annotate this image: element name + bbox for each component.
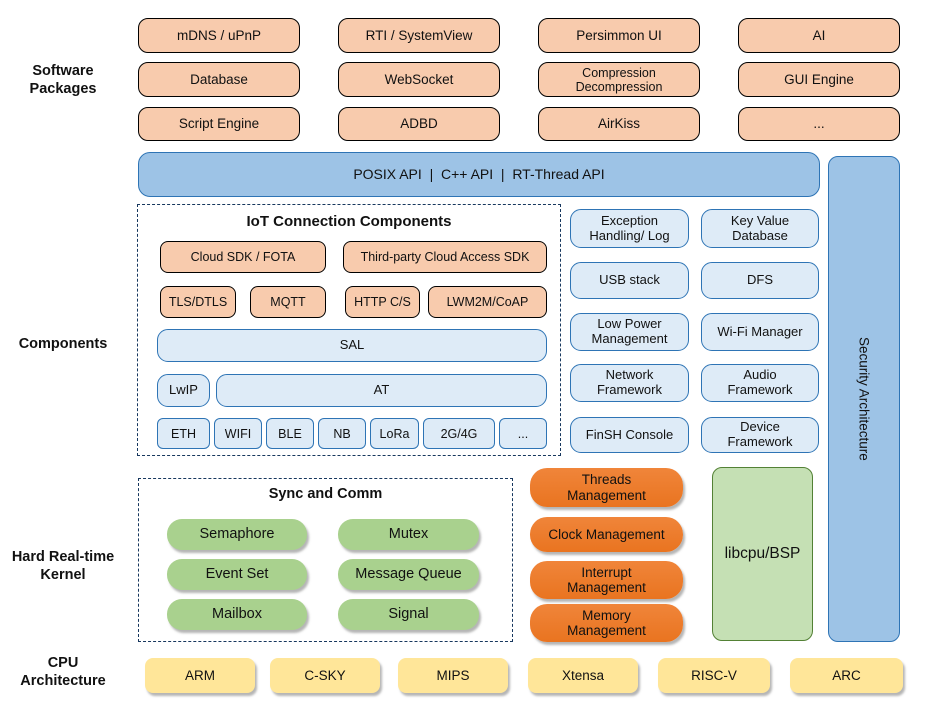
component-key-value-db: Key Value Database <box>701 209 819 248</box>
sync-and-comm-box: Sync and Comm Semaphore Mutex Event Set … <box>138 478 513 642</box>
package-airkiss: AirKiss <box>538 107 700 141</box>
iot-link-2g4g: 2G/4G <box>423 418 495 449</box>
component-low-power: Low Power Management <box>570 313 689 351</box>
kernel-mailbox: Mailbox <box>167 599 307 630</box>
section-label-kernel: Hard Real-time Kernel <box>11 549 115 584</box>
cpu-c-sky: C-SKY <box>270 658 380 693</box>
iot-mqtt: MQTT <box>250 286 326 318</box>
kernel-signal: Signal <box>338 599 479 630</box>
cpu-arc: ARC <box>790 658 903 693</box>
section-label-components: Components <box>18 336 108 352</box>
api-bar: POSIX API | C++ API | RT-Thread API <box>138 152 820 197</box>
component-wifi-manager: Wi-Fi Manager <box>701 313 819 351</box>
package-gui-engine: GUI Engine <box>738 62 900 97</box>
cpu-risc-v: RISC-V <box>658 658 770 693</box>
section-label-software-packages: Software Packages <box>29 63 97 98</box>
package-persimmon-ui: Persimmon UI <box>538 18 700 53</box>
iot-link-nb: NB <box>318 418 366 449</box>
iot-link-lora: LoRa <box>370 418 419 449</box>
kernel-message-queue: Message Queue <box>338 559 479 590</box>
kernel-clock-management: Clock Management <box>530 517 683 552</box>
iot-link-eth: ETH <box>157 418 210 449</box>
sync-title: Sync and Comm <box>268 486 383 502</box>
cpu-xtensa: Xtensa <box>528 658 638 693</box>
component-usb-stack: USB stack <box>570 262 689 299</box>
component-finsh-console: FinSH Console <box>570 417 689 453</box>
component-device-framework: Device Framework <box>701 417 819 453</box>
kernel-event-set: Event Set <box>167 559 307 590</box>
iot-thirdparty-sdk: Third-party Cloud Access SDK <box>343 241 547 273</box>
iot-at: AT <box>216 374 547 407</box>
component-audio-framework: Audio Framework <box>701 364 819 402</box>
iot-link-ble: BLE <box>266 418 314 449</box>
package-adbd: ADBD <box>338 107 500 141</box>
kernel-semaphore: Semaphore <box>167 519 307 550</box>
iot-title: IoT Connection Components <box>246 213 452 230</box>
package-database: Database <box>138 62 300 97</box>
package-rti-systemview: RTI / SystemView <box>338 18 500 53</box>
component-exception-log: Exception Handling/ Log <box>570 209 689 248</box>
cpu-mips: MIPS <box>398 658 508 693</box>
package-websocket: WebSocket <box>338 62 500 97</box>
iot-lwip: LwIP <box>157 374 210 407</box>
package-more: ... <box>738 107 900 141</box>
kernel-mutex: Mutex <box>338 519 479 550</box>
component-dfs: DFS <box>701 262 819 299</box>
kernel-memory-management: Memory Management <box>530 604 683 642</box>
package-mdns-upnp: mDNS / uPnP <box>138 18 300 53</box>
package-compression: Compression Decompression <box>538 62 700 97</box>
iot-cloud-sdk-fota: Cloud SDK / FOTA <box>160 241 326 273</box>
iot-connection-components-box: IoT Connection Components Cloud SDK / FO… <box>137 204 561 456</box>
section-label-cpu-architecture: CPU Architecture <box>20 655 106 690</box>
kernel-threads-management: Threads Management <box>530 468 683 507</box>
kernel-interrupt-management: Interrupt Management <box>530 561 683 599</box>
package-script-engine: Script Engine <box>138 107 300 141</box>
component-network-framework: Network Framework <box>570 364 689 402</box>
iot-sal: SAL <box>157 329 547 362</box>
iot-http-cs: HTTP C/S <box>345 286 420 318</box>
iot-tls-dtls: TLS/DTLS <box>160 286 236 318</box>
iot-link-more: ... <box>499 418 547 449</box>
cpu-arm: ARM <box>145 658 255 693</box>
package-ai: AI <box>738 18 900 53</box>
iot-link-wifi: WIFI <box>214 418 262 449</box>
iot-lwm2m-coap: LWM2M/CoAP <box>428 286 547 318</box>
security-architecture-bar: Security Architecture <box>828 156 900 642</box>
kernel-libcpu-bsp: libcpu/BSP <box>712 467 813 641</box>
